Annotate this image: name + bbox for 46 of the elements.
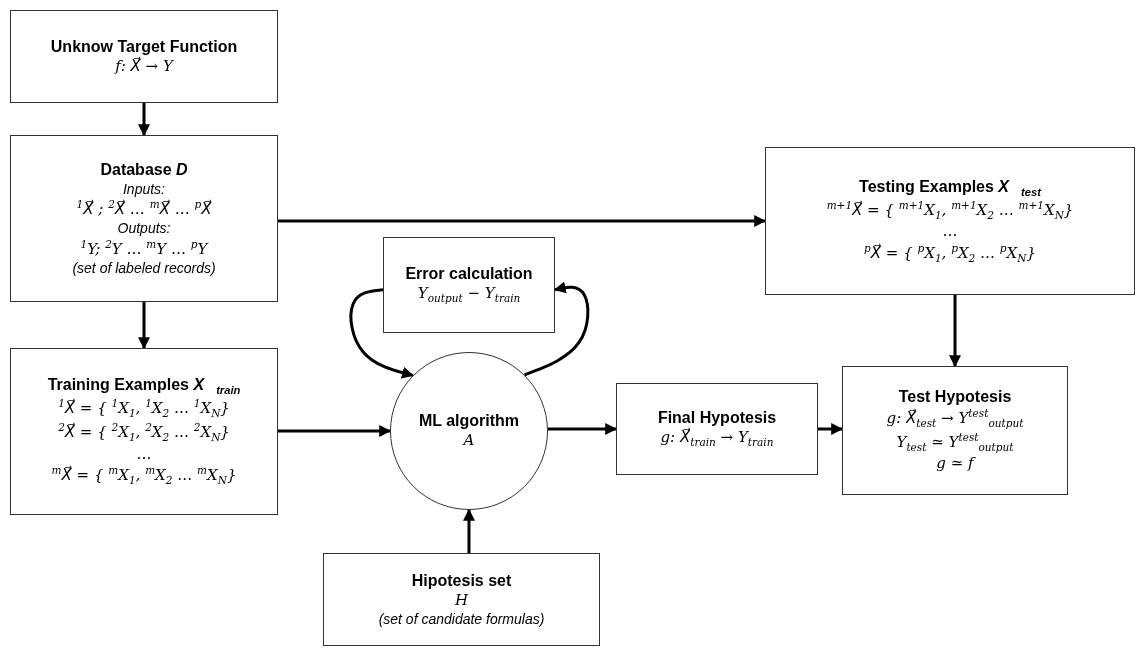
formula-text: $^{m}$X⃗ = { $^{m}$X$_{1}$, $^{m}$X$_{2}$ … $^{m}$X$_{N}$} xyxy=(51,464,237,488)
arrow xyxy=(463,508,475,553)
formula-text: (set of candidate formulas) xyxy=(378,610,545,629)
arrow xyxy=(278,215,767,227)
formula-text: f: X⃗ → Y xyxy=(115,56,173,77)
arrow xyxy=(349,288,415,379)
formula-text: H xyxy=(454,590,469,611)
process-box xyxy=(10,10,278,103)
arrow xyxy=(278,425,392,437)
formula-text: Outputs: xyxy=(117,219,171,238)
formula-text: $^{p}$X⃗ = { $^{p}$X$_{1}$, $^{p}$X$_{2}$ … $^{p}$X$_{N}$} xyxy=(864,241,1036,266)
arrow xyxy=(818,423,844,435)
heading-text: Hipotesis set xyxy=(411,570,512,591)
database-box xyxy=(10,135,278,302)
heading-text: Error calculation xyxy=(405,264,533,285)
heading-text: Training Examples X⃗$_{train}$ xyxy=(47,375,241,398)
heading-text: Database D xyxy=(100,159,188,180)
formula-text: g: X⃗$_{train}$ → Y$_{train}$ xyxy=(660,428,774,450)
formula-text: $^{2}$X⃗ = { $^{2}$X$_{1}$, $^{2}$X$_{2}$ … $^{2}$X$_{N}$} xyxy=(58,421,230,445)
formula-text: (set of labeled records) xyxy=(72,259,216,278)
process-box xyxy=(323,553,600,646)
heading-text: Testing Examples X⃗$_{test}$ xyxy=(859,176,1041,199)
formula-text: … xyxy=(136,444,152,465)
arrow xyxy=(949,295,961,368)
process-box xyxy=(765,147,1135,295)
formula-text: $^{1}$X⃗ ; $^{2}$X⃗ … $^{m}$X⃗ … $^{p}$X⃗ xyxy=(76,197,212,220)
formula-text: A xyxy=(463,431,475,451)
process-box xyxy=(616,383,818,475)
arrow xyxy=(138,103,150,137)
process-box xyxy=(383,237,555,333)
process-box xyxy=(842,366,1068,495)
formula-text: $^{1}$X⃗ = { $^{1}$X$_{1}$, $^{1}$X$_{2}$ … $^{1}$X$_{N}$} xyxy=(58,397,230,421)
formula-text: Y$_{output}$ − Y$_{train}$ xyxy=(417,284,521,306)
arrow xyxy=(138,302,150,350)
formula-text: g ≃ f xyxy=(936,454,974,474)
heading-text: ML algorithm xyxy=(418,411,520,432)
heading-text: Test Hypotesis xyxy=(898,387,1012,408)
process-box xyxy=(10,348,278,515)
formula-text: Inputs: xyxy=(123,179,165,198)
arrow xyxy=(524,281,590,377)
heading-text: Final Hypotesis xyxy=(657,408,777,427)
heading-text: Unknow Target Function xyxy=(50,36,238,56)
arrow xyxy=(548,423,618,435)
formula-text: … xyxy=(942,222,958,242)
formula-text: $^{m+1}$X⃗ = { $^{m+1}$X$_{1}$, $^{m+1}$X$_{2}$ … $^{m+1}$X$_{N}$} xyxy=(826,198,1074,223)
formula-text: $^{1}$Y; $^{2}$Y … $^{m}$Y … $^{p}$Y xyxy=(80,237,208,260)
